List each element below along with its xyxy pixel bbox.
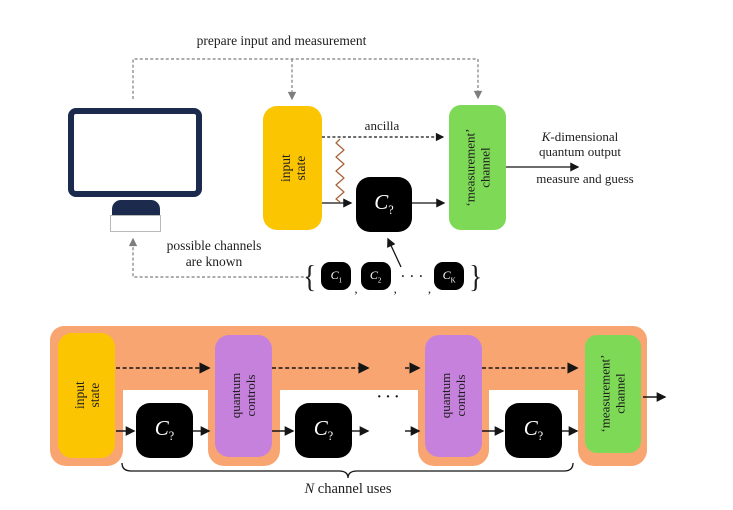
ribbon-band: [50, 326, 647, 390]
input-state-label-2: input state: [71, 381, 102, 410]
measurement-channel-box-2: ‘measurement’ channel: [585, 335, 641, 453]
measurement-channel-box: ‘measurement’ channel: [449, 105, 506, 230]
prepare-label: prepare input and measurement: [196, 33, 367, 48]
entanglement-squiggle: [335, 138, 345, 203]
set-open-brace: {: [303, 258, 317, 294]
quantum-output-label: K-dimensional quantum output: [539, 129, 621, 160]
unknown-channel-label: C?: [374, 190, 394, 218]
monitor-base: [110, 215, 161, 232]
channel-1-box: C1: [321, 262, 352, 290]
monitor-screen: [68, 108, 202, 197]
set-comma: ,: [354, 281, 358, 296]
k-symbol: K: [541, 129, 551, 144]
set-comma: ,: [393, 281, 397, 296]
set-comma: ,: [427, 281, 432, 296]
input-state-label: input state: [277, 154, 308, 182]
unknown-channel-box-2: C?: [295, 403, 352, 458]
quantum-controls-label-2: quantum controls: [437, 373, 468, 419]
channel-set: { C1 , C2 , · · · , CK }: [302, 258, 483, 296]
quantum-controls-label-1: quantum controls: [227, 373, 258, 419]
measurement-channel-label-2: ‘measurement’ channel: [597, 355, 627, 433]
ancilla-label: ancilla: [364, 118, 400, 133]
channel-2-box: C2: [360, 262, 391, 290]
unknown-channel-box: C?: [356, 177, 412, 232]
unknown-channel-box-1: C?: [136, 403, 193, 458]
channel-k-box: CK: [434, 262, 465, 290]
possible-channels-label: possible channels are known: [166, 238, 262, 269]
monitor-stand: [112, 200, 160, 216]
measurement-channel-label: ‘measurement’ channel: [461, 128, 492, 207]
measure-guess-label: measure and guess: [536, 171, 634, 186]
quantum-controls-box-1: quantum controls: [215, 335, 272, 457]
n-symbol: N: [304, 481, 315, 497]
unknown-channel-box-3: C?: [505, 403, 562, 458]
n-channel-uses-label: N channel uses: [304, 481, 392, 497]
prepare-line: [132, 58, 478, 99]
input-state-box-2: input state: [58, 333, 115, 458]
repeat-ellipsis: · · ·: [376, 389, 400, 405]
set-close-brace: }: [469, 258, 483, 294]
set-ellipsis: · · ·: [400, 268, 424, 283]
quantum-controls-box-2: quantum controls: [425, 335, 482, 457]
input-state-box: input state: [263, 106, 322, 230]
n-uses-brace: [121, 462, 574, 479]
